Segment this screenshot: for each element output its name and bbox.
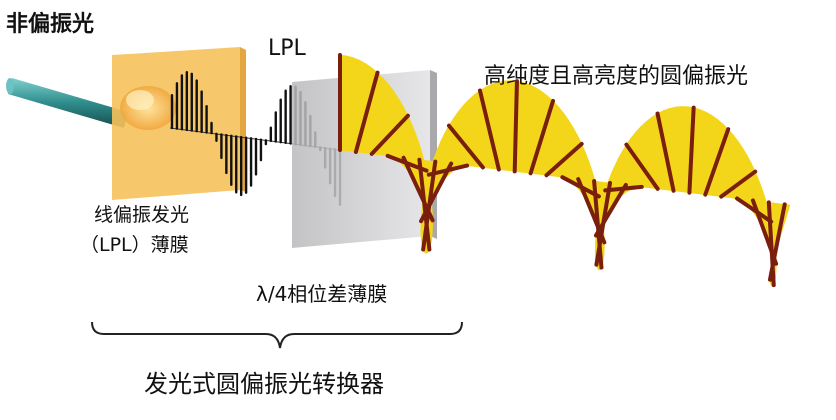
helix-spoke [603,184,644,193]
helix-spoke [419,161,454,224]
lpl-label: LPL [268,36,306,61]
output-label: 高纯度且高亮度的圆偏振光 [484,64,749,89]
quarter-wave-label: λ/4相位差薄膜 [256,282,388,306]
helix-spoke [353,70,380,154]
circular-helix [338,53,791,288]
helix-spoke [528,98,556,176]
lp-film-label-line1: 线偏振发光 [94,204,190,226]
helix-spoke [655,111,676,193]
helix-spoke [477,88,501,172]
helix-spoke [446,123,485,170]
helix-spoke [593,182,628,238]
helix-spoke [687,105,696,195]
helix-spoke [735,196,774,224]
helix-spoke [369,113,410,156]
unpolarized-beam [6,78,128,128]
helix-spoke [719,169,758,199]
helix-spoke [767,202,787,282]
linear-polarized-film [112,47,246,200]
helix-spoke [417,157,432,252]
converter-brace [91,321,463,349]
helix-spoke [512,79,519,174]
helix-spoke [426,163,470,177]
helix-spoke [544,141,584,178]
lp-film-label-line2: （LPL）薄膜 [80,234,189,256]
converter-label: 发光式圆偏振光转换器 [144,370,384,398]
helix-spoke [624,142,660,191]
unpolarized-label: 非偏振光 [6,12,95,37]
helix-spoke [703,127,731,197]
